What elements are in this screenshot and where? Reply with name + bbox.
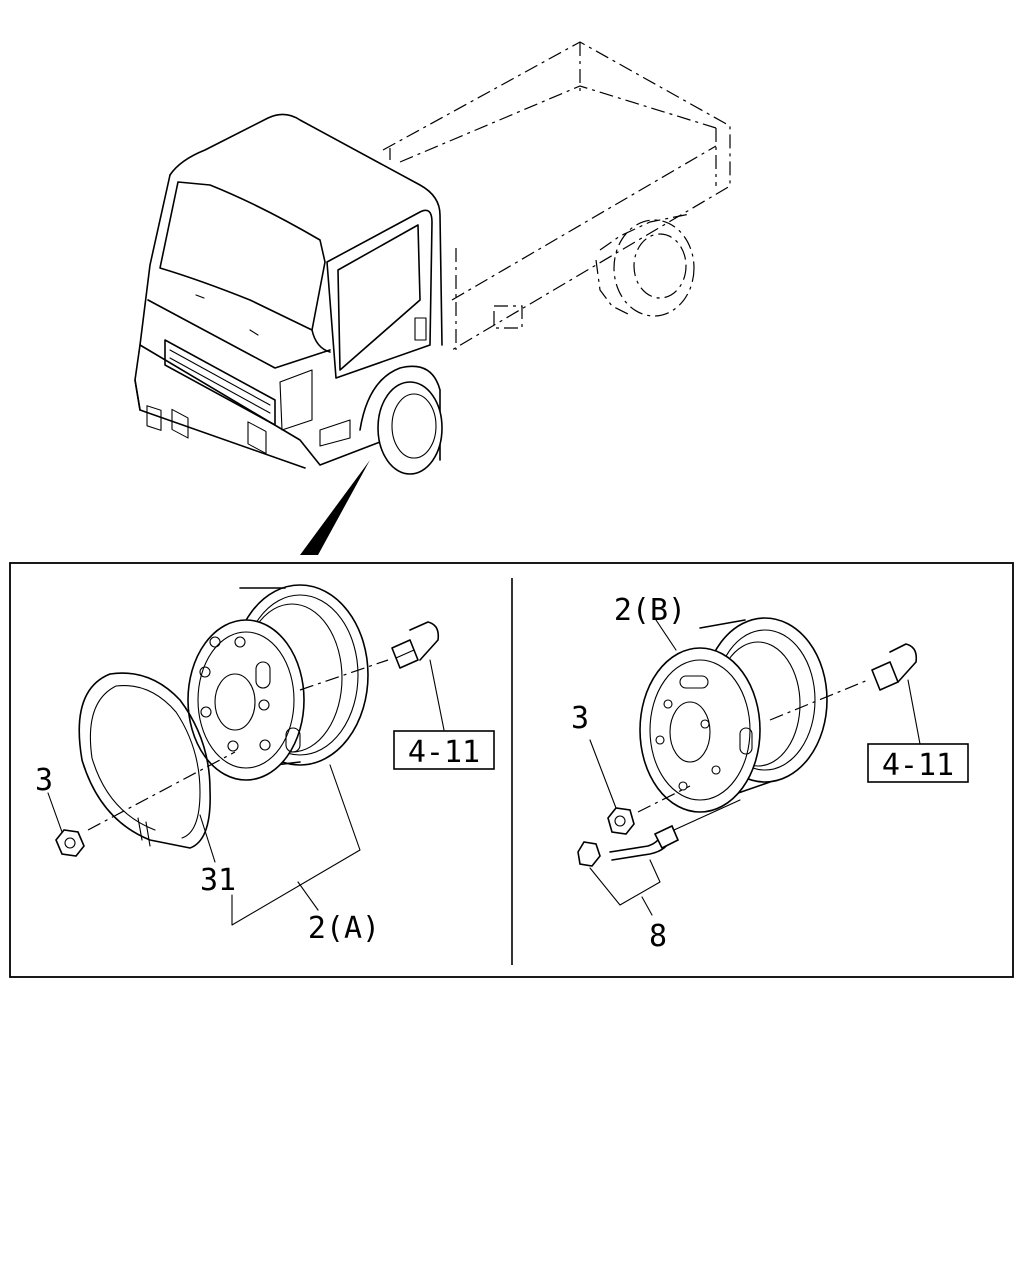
leader-nut-a (47, 792, 63, 833)
valve-extension (577, 799, 741, 867)
rear-wheel (493, 213, 695, 329)
ref-box-a (393, 730, 495, 770)
ref-box-b (867, 743, 969, 783)
leader-nut-b (589, 739, 617, 809)
wheel-a (187, 584, 369, 781)
callout-nut-b: 3 (571, 701, 589, 736)
callout-wheel-b: 2(B) (614, 593, 686, 628)
leader-valve-label (641, 896, 653, 916)
callout-nut-a: 3 (35, 763, 53, 798)
front-wheel (359, 365, 443, 475)
ref-label-b: 4-11 (882, 748, 954, 783)
ref-label-a: 4-11 (408, 735, 480, 770)
callout-rim-ring: 31 (200, 863, 236, 898)
detail-frame (9, 562, 1014, 978)
leader-valve (589, 859, 661, 906)
truck-cab (134, 113, 443, 469)
leader-wheel-a (231, 764, 361, 926)
wheel-nut-a (55, 751, 236, 857)
panel-b: 4-11 2(B) 3 8 (571, 593, 969, 954)
rim-ring (78, 672, 211, 849)
panel-a: 4-11 3 31 2(A) (35, 584, 495, 946)
leader-wheel-b (655, 619, 677, 651)
wheel-b (639, 617, 828, 813)
detail-pointer (300, 460, 370, 555)
stud-bolt-a (299, 621, 440, 691)
callout-valve: 8 (649, 919, 667, 954)
stud-bolt-b (769, 643, 918, 721)
leader-ring (199, 814, 216, 863)
leader-ref-b (907, 679, 921, 745)
leader-ref-a (429, 659, 445, 731)
callout-wheel-a: 2(A) (308, 911, 380, 946)
cargo-bed (382, 41, 731, 351)
truck-illustration (134, 41, 731, 555)
leader-wheel-a-label (297, 881, 319, 911)
